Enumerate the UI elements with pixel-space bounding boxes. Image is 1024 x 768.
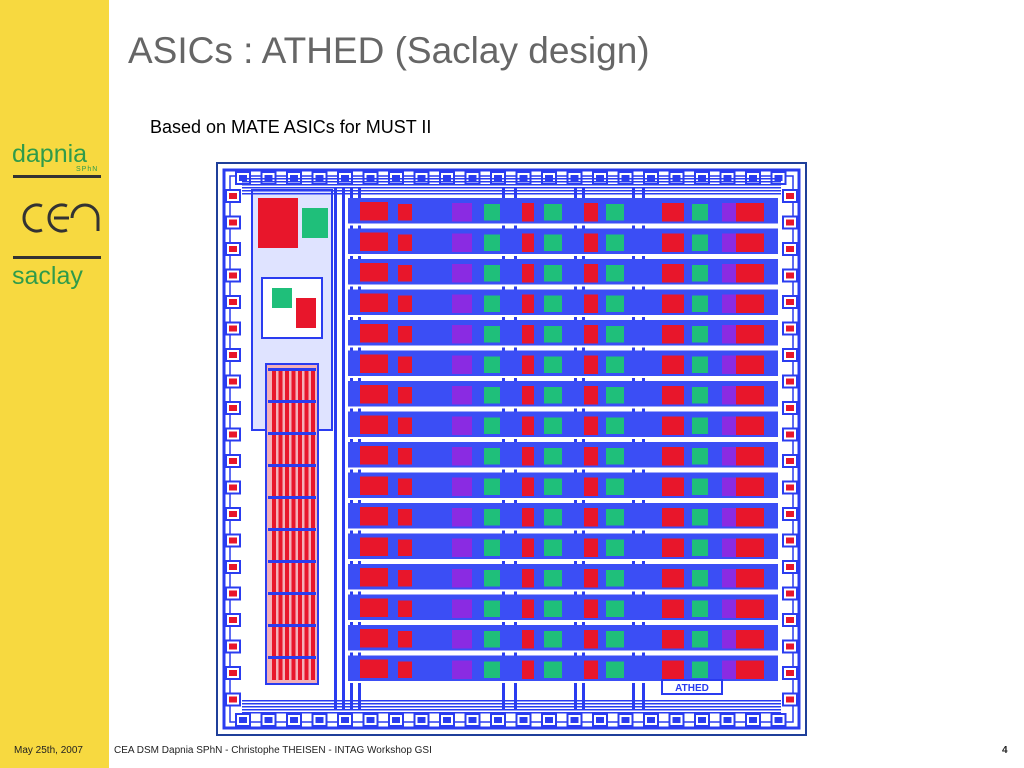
dapnia-logo: dapnia bbox=[12, 140, 88, 168]
logo-divider-bottom bbox=[13, 256, 101, 259]
asic-chip-label: ATHED bbox=[675, 683, 709, 694]
footer-text: CEA DSM Dapnia SPhN - Christophe THEISEN… bbox=[114, 745, 432, 756]
slide-title: ASICs : ATHED (Saclay design) bbox=[128, 30, 650, 71]
page-number: 4 bbox=[1002, 745, 1008, 756]
slide-subtitle: Based on MATE ASICs for MUST II bbox=[150, 117, 432, 137]
cea-logo-icon bbox=[22, 203, 100, 233]
footer-date: May 25th, 2007 bbox=[14, 745, 83, 756]
sphn-logo-text: SPhN bbox=[76, 166, 99, 173]
sidebar: dapnia SPhN saclay bbox=[0, 0, 109, 768]
saclay-logo: saclay bbox=[12, 262, 83, 290]
logo-divider-top bbox=[13, 175, 101, 178]
asic-layout-image: ATHED bbox=[222, 168, 801, 730]
